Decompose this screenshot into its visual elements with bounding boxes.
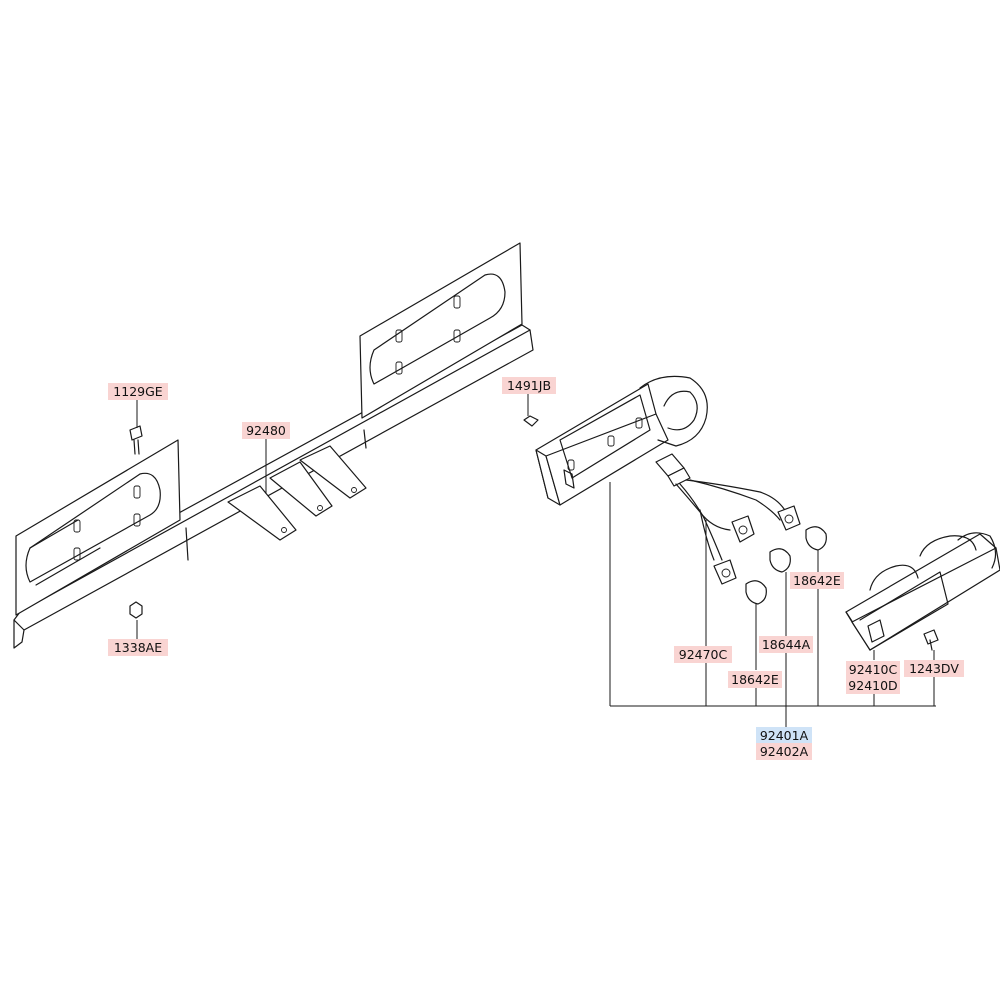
- label-18642e-bottom[interactable]: 18642E: [728, 671, 782, 688]
- svg-text:18642E: 18642E: [731, 672, 779, 687]
- label-92402a[interactable]: 92402A: [756, 743, 812, 760]
- svg-text:92480: 92480: [246, 423, 286, 438]
- screw-1243dv: [923, 629, 939, 651]
- label-92410c[interactable]: 92410C: [846, 661, 900, 678]
- label-92480[interactable]: 92480: [242, 422, 290, 439]
- svg-text:1338AE: 1338AE: [114, 640, 162, 655]
- svg-text:92402A: 92402A: [760, 744, 809, 759]
- license-lamp-housing: [535, 375, 708, 506]
- nut-1338ae: [129, 601, 143, 619]
- svg-text:1129GE: 1129GE: [113, 384, 162, 399]
- label-92401a[interactable]: 92401A: [756, 727, 812, 744]
- label-18642e-top[interactable]: 18642E: [790, 572, 844, 589]
- label-92410d[interactable]: 92410D: [846, 677, 900, 694]
- wiring-harness: [655, 453, 787, 561]
- license-plate-bracket: [13, 242, 534, 649]
- svg-text:92410C: 92410C: [849, 662, 898, 677]
- bulb-sockets: [713, 505, 801, 585]
- svg-text:18642E: 18642E: [793, 573, 841, 588]
- label-1129ge[interactable]: 1129GE: [108, 383, 168, 400]
- label-1338ae[interactable]: 1338AE: [108, 639, 168, 656]
- label-92470c[interactable]: 92470C: [674, 646, 732, 663]
- svg-text:92401A: 92401A: [760, 728, 809, 743]
- svg-text:1243DV: 1243DV: [909, 661, 959, 676]
- license-lamp-lens: [845, 532, 1000, 651]
- label-1243dv[interactable]: 1243DV: [904, 660, 964, 677]
- bolt-1129ge: [129, 425, 143, 455]
- svg-text:18644A: 18644A: [762, 637, 811, 652]
- svg-text:1491JB: 1491JB: [507, 378, 551, 393]
- svg-text:92410D: 92410D: [848, 678, 897, 693]
- bulbs: [745, 526, 827, 605]
- leader-lines: [136, 394, 936, 728]
- label-18644a[interactable]: 18644A: [759, 636, 813, 653]
- clip-1491jb: [523, 415, 539, 427]
- label-1491jb[interactable]: 1491JB: [502, 377, 556, 394]
- svg-text:92470C: 92470C: [679, 647, 728, 662]
